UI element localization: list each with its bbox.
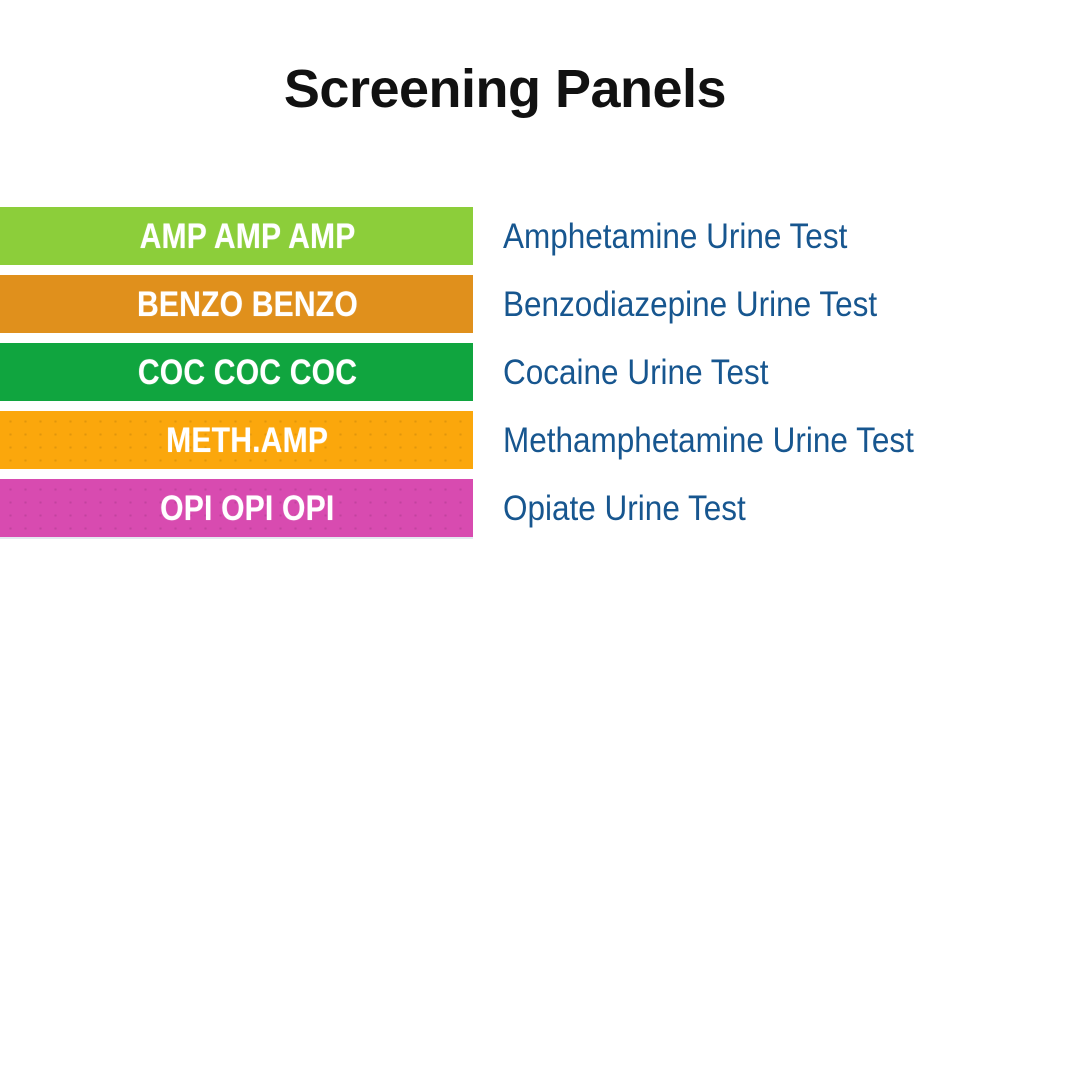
panel-chip-amphetamine[interactable]: AMP AMP AMP (0, 207, 473, 265)
panel-row: AMP AMP AMP Amphetamine Urine Test (0, 207, 1080, 265)
panel-description-cocaine: Cocaine Urine Test (503, 352, 769, 392)
panel-row: METH.AMP Methamphetamine Urine Test (0, 411, 1080, 469)
panel-description-opiate: Opiate Urine Test (503, 488, 746, 528)
panel-code-label: AMP AMP AMP (139, 216, 356, 256)
panel-code-label: BENZO BENZO (137, 284, 358, 324)
panel-row: OPI OPI OPI Opiate Urine Test (0, 479, 1080, 539)
panel-row: COC COC COC Cocaine Urine Test (0, 343, 1080, 401)
panel-description-amphetamine: Amphetamine Urine Test (503, 216, 848, 256)
panel-row: BENZO BENZO Benzodiazepine Urine Test (0, 275, 1080, 333)
page-title: Screening Panels (283, 59, 727, 119)
panel-description-benzodiazepine: Benzodiazepine Urine Test (503, 284, 878, 324)
panel-chip-methamphetamine[interactable]: METH.AMP (0, 411, 473, 469)
panel-chip-opiate[interactable]: OPI OPI OPI (0, 479, 473, 537)
panel-list-cut-edge (0, 537, 473, 539)
panel-code-label: OPI OPI OPI (160, 488, 335, 528)
panel-description-methamphetamine: Methamphetamine Urine Test (503, 420, 914, 460)
panel-chip-cocaine[interactable]: COC COC COC (0, 343, 473, 401)
panel-code-label: METH.AMP (166, 420, 329, 460)
panel-code-label: COC COC COC (137, 352, 358, 392)
panel-chip-benzodiazepine[interactable]: BENZO BENZO (0, 275, 473, 333)
